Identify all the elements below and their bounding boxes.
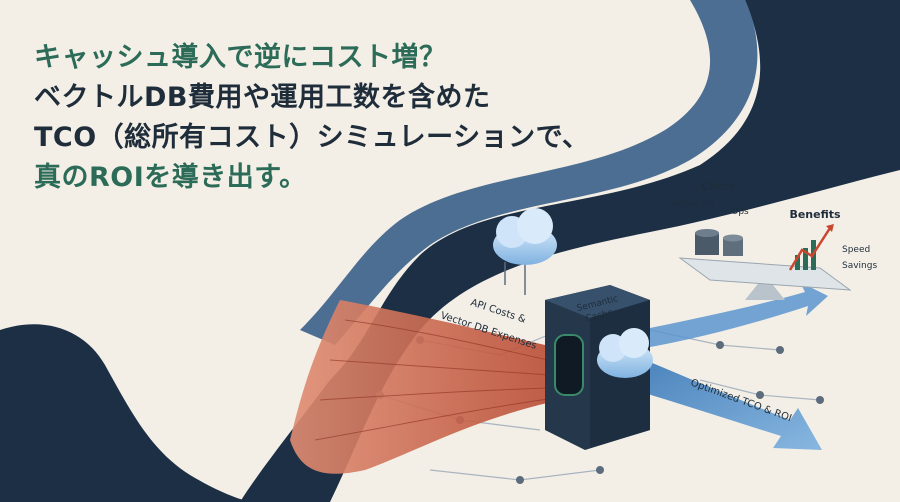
cloud-icon [597,328,653,378]
cost-item-ops: Ops [731,207,749,217]
optimized-flow-arrow [600,345,822,450]
cost-flow-stream [290,300,560,474]
benefit-item-savings: Savings [842,261,877,271]
cost-flow-strands [314,319,556,441]
costs-title: Costs [701,180,735,193]
headline-line-2: ベクトルDB費用や運用工数を含めた [34,82,491,113]
headline-line-1: キャッシュ導入で逆にコスト増？ [34,42,447,73]
navy-blob-bottom-left [0,324,250,502]
cloud-icon [493,208,557,295]
benefits-title: Benefits [789,208,841,221]
headline-line-3: TCO（総所有コスト）シミュレーションで、 [34,122,590,153]
headline: キャッシュ導入で逆にコスト増？ ベクトルDB費用や運用工数を含めた TCO（総所… [34,38,590,198]
optimized-flow-arrow-upper [640,282,828,348]
balance-scale [678,224,852,300]
headline-line-4: 真のROIを導き出す。 [34,162,307,193]
benefit-item-speed: Speed [842,245,870,255]
cost-item-vector-db: Vector DB [670,199,715,209]
